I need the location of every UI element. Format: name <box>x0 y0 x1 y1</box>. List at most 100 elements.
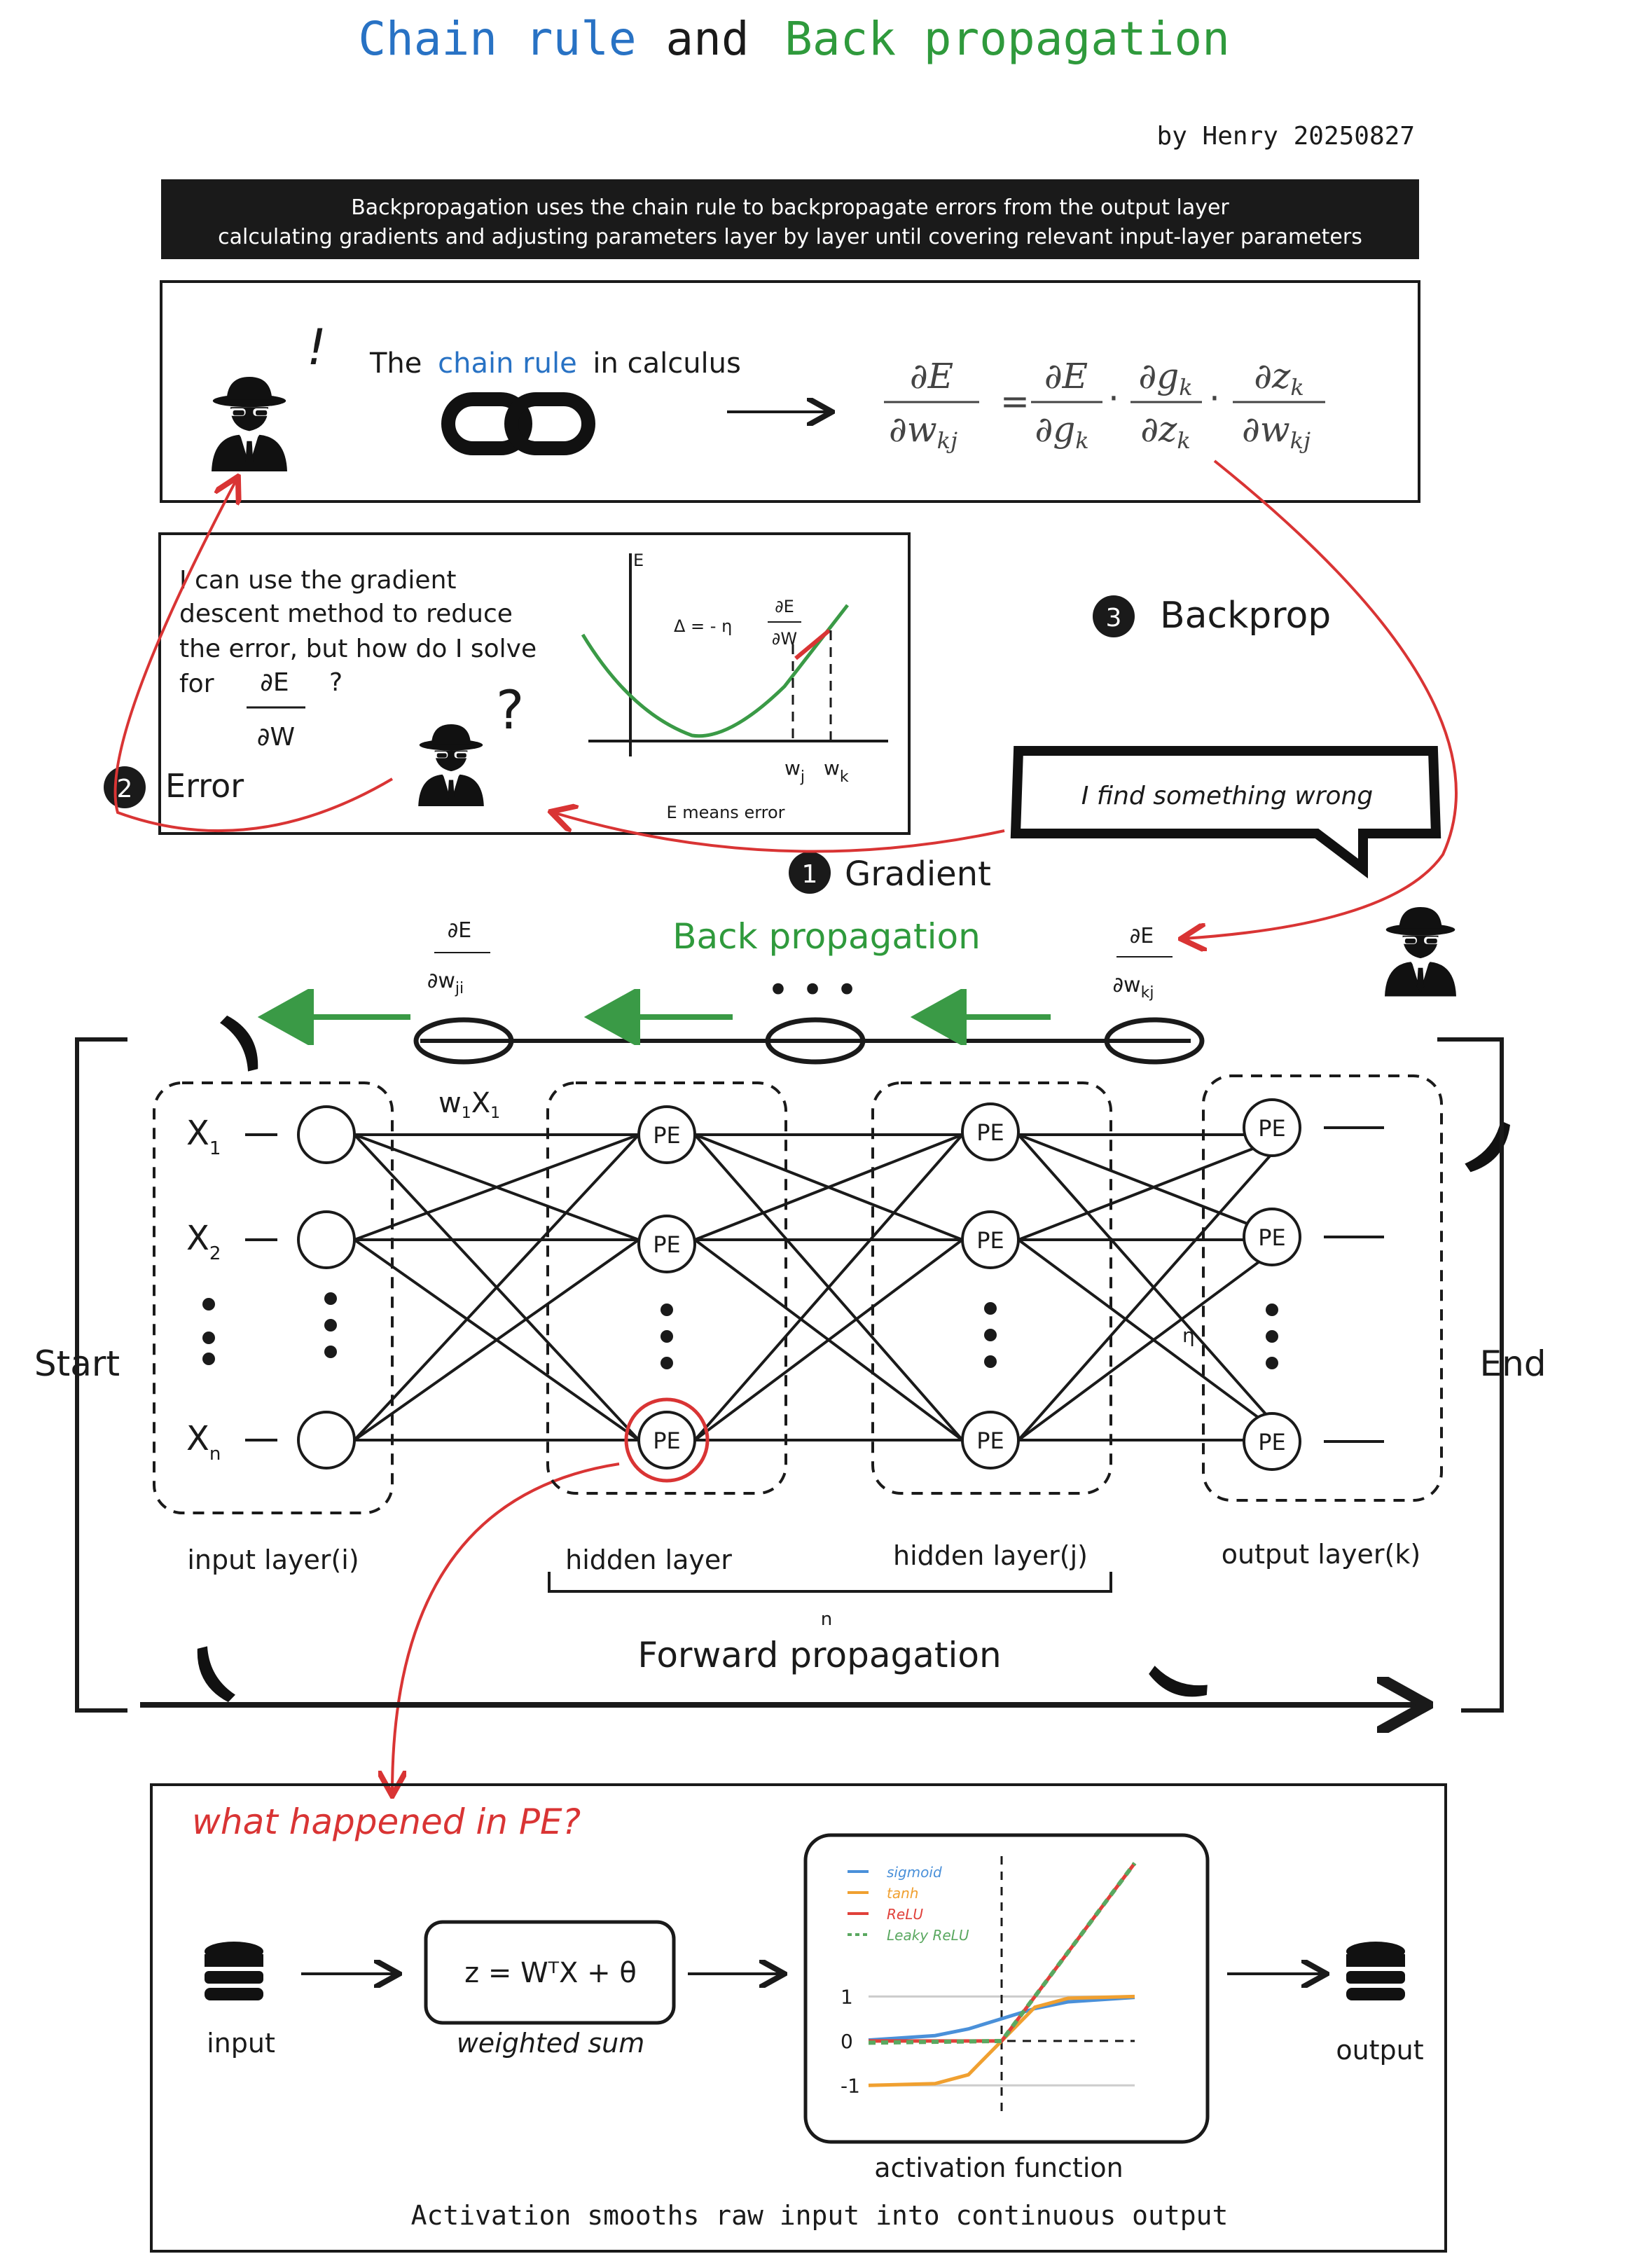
chain-highlight: chain rule <box>438 347 577 380</box>
backprop-chain <box>413 1017 1205 1065</box>
arrow-gradient-to-box <box>553 813 1005 853</box>
eq-lhs-den: ∂wkj <box>889 409 957 454</box>
weight-label: w1X1 <box>438 1087 500 1122</box>
eq-t1-num: ∂E <box>1044 356 1088 396</box>
chain-link-icon <box>441 392 595 455</box>
svg-text:∂E: ∂E <box>448 918 471 943</box>
svg-text:∂wji: ∂wji <box>427 969 464 997</box>
network-connections <box>353 1133 1290 1441</box>
backprop-label: Back propagation <box>672 916 981 957</box>
pe-node <box>637 1215 696 1273</box>
label-input-layer: input layer(i) <box>187 1544 359 1575</box>
gradient-question-text: I can use the gradient descent method to… <box>179 566 537 752</box>
layer-dots <box>661 1302 1278 1369</box>
output-layer-box <box>1202 1074 1443 1502</box>
chart-legend-label: tanh <box>887 1885 918 1902</box>
pe-detail-box <box>150 1783 1447 2253</box>
banner-line1: Backpropagation uses the chain rule to b… <box>351 195 1229 220</box>
hidden-layers-brace <box>548 1572 1112 1593</box>
chart-series-leaky-relu <box>868 1862 1137 2045</box>
grad-left-label: ∂E ∂wji <box>427 918 490 997</box>
weighted-sum-box <box>424 1920 676 2025</box>
svg-text:∂wkj: ∂wkj <box>1113 973 1154 1002</box>
connection-line <box>693 1133 964 1441</box>
pe-node-label: PE <box>1258 1224 1286 1251</box>
weighted-sum-formula: z = WᵀX + θ <box>464 1957 637 1989</box>
input-label: input <box>207 2028 275 2059</box>
eta-label: η <box>1182 1324 1195 1347</box>
arrow-error-to-chain <box>113 479 394 833</box>
boomerang-icon-bottomright <box>1145 1664 1210 1705</box>
detective-icon <box>1385 907 1456 997</box>
connection-line <box>354 1133 639 1241</box>
question-bubble: ? <box>496 679 524 741</box>
hidden-layer-box <box>546 1081 787 1495</box>
input-node-1 <box>297 1105 356 1164</box>
chain-prefix: The <box>369 347 422 380</box>
output-label: output <box>1336 2035 1423 2066</box>
input-x2: X2 <box>186 1219 221 1264</box>
gradient-descent-box <box>158 532 911 835</box>
pe-node <box>1243 1412 1301 1471</box>
delta-formula: Δ = - η <box>674 616 732 636</box>
label-output-layer: output layer(k) <box>1222 1539 1420 1570</box>
eq-t2-num: ∂gk <box>1138 356 1192 401</box>
banner-line2: calculating gradients and adjusting para… <box>218 225 1362 249</box>
pe-node-label: PE <box>653 1122 681 1149</box>
end-bracket <box>1437 1037 1504 1713</box>
wj-label: wj <box>784 756 805 786</box>
exclaim-mark: ! <box>307 319 326 376</box>
highlighted-pe-ring <box>624 1397 710 1483</box>
author-line: by Henry 20250827 <box>1157 122 1415 151</box>
chart-legend-label: ReLU <box>887 1906 923 1923</box>
output-lines <box>1324 1126 1384 1443</box>
step1-num: 1 <box>802 860 818 889</box>
start-bracket <box>75 1037 127 1713</box>
label-hidden-layer: hidden layer <box>565 1544 732 1575</box>
pe-detail-caption: Activation smooths raw input into contin… <box>411 2200 1229 2231</box>
pe-node <box>637 1411 696 1470</box>
eq-equals: = <box>1000 381 1030 422</box>
pe-node-label: PE <box>976 1119 1004 1146</box>
chain-rule-equation: ∂E ∂wkj = ∂E ∂gk · ∂gk ∂zk · ∂zk ∂wkj <box>884 356 1325 454</box>
activation-label: activation function <box>874 2152 1123 2183</box>
pe-node-label: PE <box>976 1227 1004 1254</box>
wk-label: wk <box>824 756 849 786</box>
pe-node <box>637 1105 696 1164</box>
confused-spy-icon <box>418 724 484 806</box>
input-xn: Xn <box>186 1419 221 1465</box>
backprop-dots: • • • <box>767 968 858 1012</box>
gd-line4: for <box>179 670 214 698</box>
input-neurons: X1 X2 Xn <box>186 1105 356 1470</box>
output-database-icon <box>1346 1942 1405 2000</box>
n-label: n <box>821 1609 832 1630</box>
error-caption: E means error <box>666 803 784 822</box>
weighted-sum-label: weighted sum <box>457 2028 645 2059</box>
pe-node-label: PE <box>653 1231 681 1258</box>
summary-banner <box>161 179 1419 259</box>
step3-num: 3 <box>1106 604 1122 632</box>
gd-frac-den: ∂W <box>257 723 295 752</box>
step1-label: Gradient <box>845 855 991 894</box>
connection-line <box>1017 1133 1290 1441</box>
gd-frac-num: ∂E <box>260 668 289 697</box>
gd-line1: I can use the gradient <box>179 566 457 595</box>
speech-bubble-text: I find something wrong <box>1081 782 1373 810</box>
connection-line <box>694 1133 963 1241</box>
forward-label: Forward propagation <box>637 1635 1001 1675</box>
grad-right-label: ∂E ∂wkj <box>1113 924 1173 1002</box>
chain-rule-box <box>160 280 1420 503</box>
eq-dot2: · <box>1209 378 1220 419</box>
pe-node-label: PE <box>976 1427 1004 1454</box>
speech-bubble <box>1010 746 1441 879</box>
step2-label: Error <box>165 767 244 805</box>
arrow-backprop-to-output <box>1184 459 1458 939</box>
title-part2: and <box>665 12 749 66</box>
error-axis-label: E <box>633 551 644 570</box>
arrow-pe-to-detail <box>392 1463 620 1793</box>
step1-badge <box>789 852 831 894</box>
error-curve-plot: E Δ = - η ∂E ∂W wj wk E means error <box>581 551 888 822</box>
chain-rule-caption: The chain rule in calculus <box>369 347 741 380</box>
